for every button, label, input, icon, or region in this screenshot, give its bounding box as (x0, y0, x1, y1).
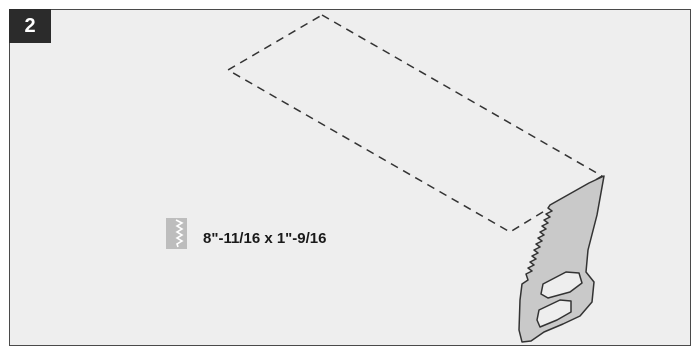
cut-dimension-label: 8"-11/16 x 1"-9/16 (203, 230, 327, 247)
step-number-badge: 2 (9, 9, 51, 43)
hand-saw-icon (518, 175, 605, 343)
cut-outline (226, 14, 604, 233)
jigsaw-blade-icon (166, 218, 187, 249)
